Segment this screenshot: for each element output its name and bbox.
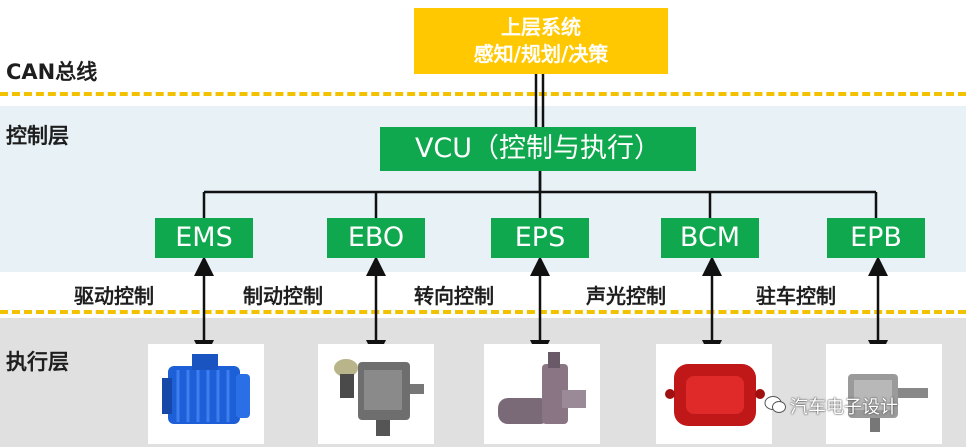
can-bus-label: CAN总线 bbox=[6, 60, 98, 84]
steering-motor-image bbox=[484, 344, 600, 444]
watermark: 汽车电子设计 bbox=[760, 392, 944, 418]
function-label-drive: 驱动控制 bbox=[74, 284, 154, 308]
watermark-text: 汽车电子设计 bbox=[790, 397, 898, 418]
function-label-light-sound: 声光控制 bbox=[586, 284, 666, 308]
ecu-box-ebo: EBO bbox=[327, 218, 425, 258]
ecu-box-eps: EPS bbox=[491, 218, 589, 258]
divider-can-control bbox=[0, 92, 966, 96]
function-label-brake: 制动控制 bbox=[243, 284, 323, 308]
vcu-box: VCU（控制与执行） bbox=[380, 127, 696, 171]
parking-brake-image bbox=[826, 344, 942, 444]
motor-image bbox=[148, 344, 264, 444]
upper-system-subtitle: 感知/规划/决策 bbox=[473, 42, 609, 66]
divider-control-exec bbox=[0, 310, 966, 314]
function-label-steer: 转向控制 bbox=[414, 284, 494, 308]
brake-booster-image bbox=[318, 344, 434, 444]
wechat-icon bbox=[764, 395, 786, 419]
function-label-park: 驻车控制 bbox=[756, 284, 836, 308]
execution-layer-label: 执行层 bbox=[6, 350, 69, 374]
control-layer-label: 控制层 bbox=[6, 124, 69, 148]
ecu-box-ems: EMS bbox=[155, 218, 253, 258]
ecu-box-bcm: BCM bbox=[661, 218, 759, 258]
ecu-box-epb: EPB bbox=[827, 218, 925, 258]
bcm-module-image bbox=[656, 344, 772, 444]
upper-system-box: 上层系统 感知/规划/决策 bbox=[414, 8, 668, 74]
upper-system-title: 上层系统 bbox=[501, 15, 581, 39]
